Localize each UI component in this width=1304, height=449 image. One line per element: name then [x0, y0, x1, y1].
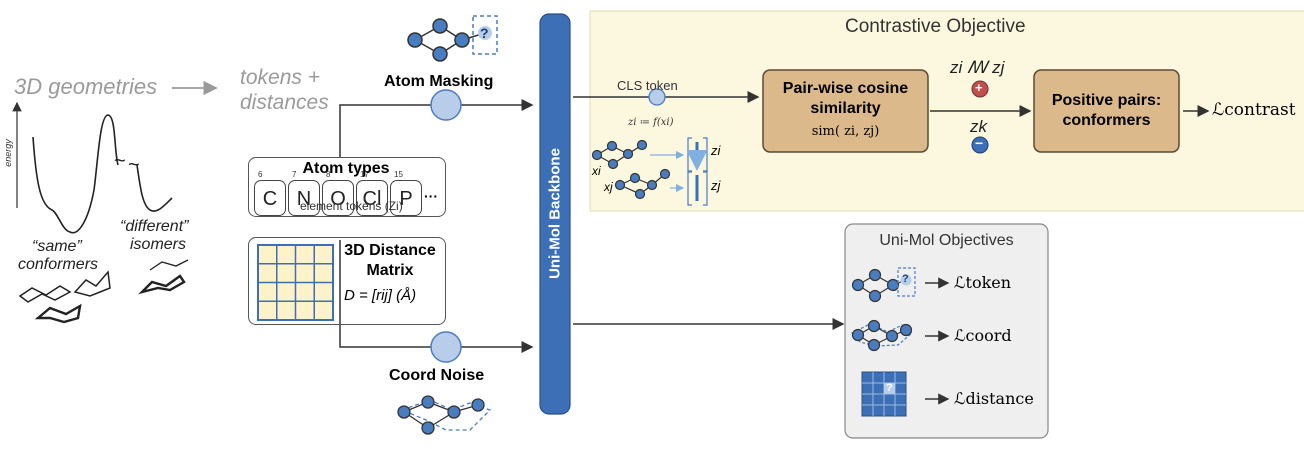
tilde-2: ~: [128, 154, 140, 176]
cosine-formula: sim( zi, zj): [811, 124, 880, 139]
loss-coord: ℒcoord: [954, 326, 1012, 345]
cosine-title-2: similarity: [810, 100, 881, 117]
distance-formula: D = [rij] (Å): [344, 287, 417, 304]
tokens-label-1: tokens +: [240, 66, 320, 89]
atom-masking-label: Atom Masking: [384, 73, 494, 90]
element-tokens-caption: element tokens (Zi): [300, 199, 403, 213]
xj-molecule: [614, 168, 671, 200]
zj-label: zj: [711, 178, 721, 193]
positive-box: [1033, 69, 1180, 153]
contrast-loss: ℒcontrast: [1212, 100, 1296, 120]
backbone-label: Uni-Mol Backbone: [546, 148, 564, 279]
tokens-label-2: distances: [240, 91, 329, 114]
geometries-label: 3D geometries: [14, 74, 158, 99]
token-question: ?: [902, 273, 909, 285]
positive-title-2: conformers: [1062, 112, 1151, 129]
atom-types-title: Atom types: [302, 160, 390, 177]
connector-lines: [339, 99, 534, 353]
distance-matrix-grid: [257, 244, 334, 321]
energy-curve: [32, 114, 119, 234]
distance-title-2: Matrix: [366, 262, 414, 279]
loss-token: ℒtoken: [954, 273, 1012, 292]
distance-objective-grid: [861, 371, 907, 417]
coord-objective-molecule: [851, 319, 913, 352]
xi-label: xi: [592, 164, 601, 178]
plus-icon: [971, 80, 989, 98]
different-label: “different”: [120, 218, 189, 235]
same-label: “same”: [32, 238, 82, 255]
masking-question: ?: [480, 25, 489, 41]
noise-node: [430, 331, 462, 363]
atom-token-ellipsis: ···: [424, 188, 438, 204]
minus-symbol: −: [975, 135, 984, 151]
tilde-1: ~: [114, 150, 126, 172]
zj-embedding: [687, 170, 708, 206]
xi-molecule: [591, 139, 648, 170]
xj-label: xj: [604, 180, 613, 194]
distance-title-1: 3D Distance: [344, 242, 436, 259]
isomers-label: isomers: [130, 236, 187, 253]
masking-node: [430, 89, 462, 121]
negative-label: zk: [970, 117, 987, 136]
zi-label: zi: [711, 143, 721, 158]
cls-token-label: CLS token: [617, 78, 678, 93]
cls-node: [648, 88, 666, 106]
positive-pair-label: zi ꟿ zj: [950, 58, 1005, 77]
loss-distance: ℒdistance: [954, 389, 1034, 408]
contrastive-title: Contrastive Objective: [845, 16, 1026, 37]
energy-curve-2: [136, 164, 173, 212]
positive-title-1: Positive pairs:: [1051, 92, 1162, 109]
energy-axis-label: energy: [2, 139, 13, 167]
cosine-title-1: Pair-wise cosine: [782, 80, 909, 97]
conformers-label: conformers: [18, 256, 99, 273]
unimol-title: Uni-Mol Objectives: [879, 232, 1014, 249]
grid-question: ?: [886, 382, 893, 394]
minus-icon: [971, 136, 989, 154]
token-objective-molecule: [851, 267, 916, 303]
plus-symbol: +: [975, 80, 983, 95]
coord-noise-label: Coord Noise: [389, 367, 485, 384]
masking-molecule: [407, 15, 498, 62]
conformer-sketches: [18, 259, 189, 324]
zi-embedding: [686, 137, 708, 173]
cosine-box: [762, 69, 929, 153]
distance-matrix-box: [248, 237, 446, 325]
zi-definition: zi ≔ f(xi): [628, 117, 674, 128]
noise-molecule: [397, 395, 492, 435]
backbone-bar: [539, 13, 571, 415]
